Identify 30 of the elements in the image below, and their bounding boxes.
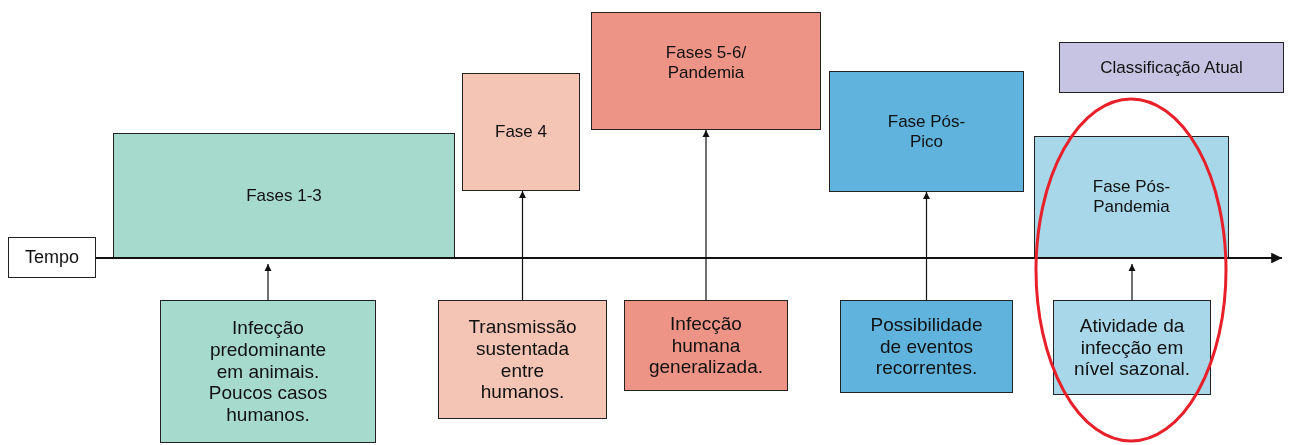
node-text: Atividade da infecção em nível sazonal.	[1072, 314, 1192, 381]
arrow	[264, 263, 272, 301]
node-text: Possibilidade de eventos recorrentes.	[869, 313, 984, 380]
description-box	[438, 300, 607, 419]
node-text: Classificação Atual	[1100, 57, 1243, 78]
phase-box	[113, 133, 455, 258]
arrow	[1128, 263, 1136, 301]
node-text: Fases 5-6/ Pandemia	[664, 43, 748, 83]
node-text: Fase Pós-Pandemia	[1091, 177, 1172, 217]
arrow	[922, 191, 931, 301]
phase-box	[462, 73, 580, 191]
timeline-arrow	[95, 252, 1283, 264]
axis-label-box	[8, 237, 96, 278]
header-box	[1059, 42, 1284, 93]
phase-box	[829, 71, 1024, 192]
node-text: Transmissão sustentada entre humanos.	[467, 315, 578, 404]
node-text: Fases 1-3	[246, 185, 322, 206]
arrow	[518, 190, 527, 301]
phase-box	[1034, 136, 1229, 258]
node-text: Tempo	[25, 247, 79, 268]
description-box	[624, 300, 788, 391]
description-box	[1053, 300, 1211, 395]
description-box	[840, 300, 1013, 393]
node-text: Fase Pós-Pico	[886, 111, 967, 152]
description-box	[160, 300, 376, 443]
node-text: Infecção predominante em animais. Poucos casos humanos.	[207, 316, 329, 427]
node-text: Infecção humana generalizada.	[647, 312, 765, 379]
phase-box	[591, 12, 821, 130]
node-text: Fase 4	[495, 122, 547, 142]
arrow	[702, 129, 710, 301]
